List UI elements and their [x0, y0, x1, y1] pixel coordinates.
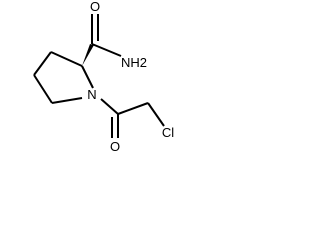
atom-label-carbonyl-oxygen: O — [90, 0, 100, 14]
acyl-c-to-ch2-bond — [117, 102, 149, 115]
atom-label-amide-nh2-text: NH2 — [121, 55, 147, 70]
ring-n-to-acyl-c-bond — [100, 98, 119, 115]
ch2-to-cl-bond — [147, 102, 165, 127]
molecule-structure-drawing: O NH2 N O Cl — [33, 0, 174, 154]
stereo-wedge-bond — [82, 44, 94, 66]
ring-bond-c3-to-alpha-c — [50, 51, 83, 67]
atom-label-ring-nitrogen: N — [87, 87, 96, 102]
atom-label-amide-nh2: NH2 — [121, 55, 147, 70]
ring-bond-alpha-c-to-ring-n — [81, 65, 94, 89]
atom-label-chlorine: Cl — [162, 125, 174, 140]
atom-label-acyl-oxygen: O — [110, 139, 120, 154]
ring-bond-c5-to-c4 — [33, 74, 53, 104]
ring-bond-ring-n-to-c5 — [51, 97, 83, 104]
ring-bond-c4-to-c3 — [33, 51, 52, 76]
amide-c-to-n-bond — [91, 43, 122, 57]
